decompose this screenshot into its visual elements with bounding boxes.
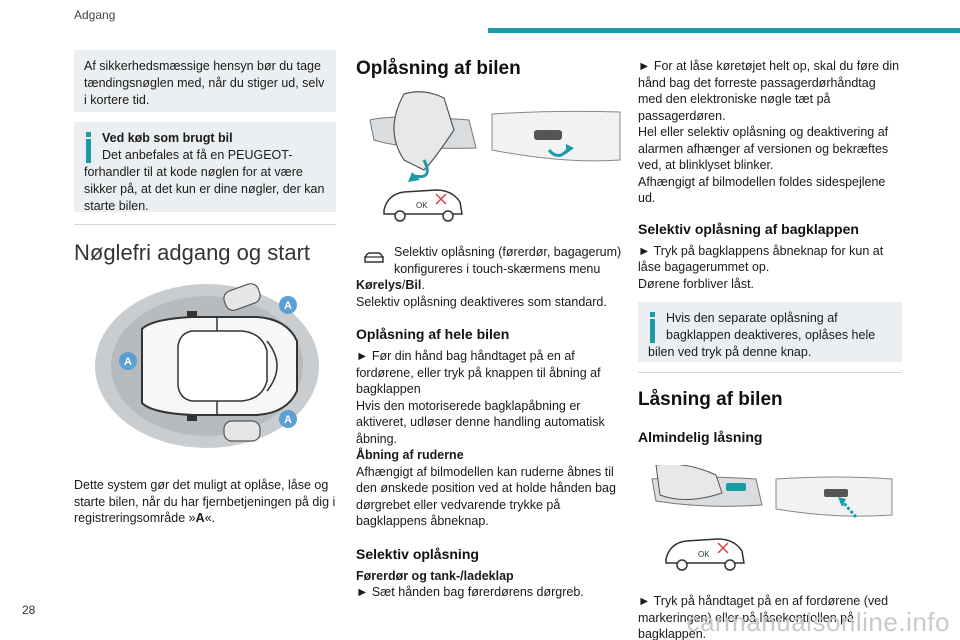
full-unlock-heading: Oplåsning af hele bilen <box>356 326 510 342</box>
section-header: Adgang <box>74 8 116 22</box>
zone-marker-a-3: A <box>284 414 292 426</box>
mirrors-note: Afhængigt af bilmodellen foldes sidespej… <box>638 174 886 206</box>
menu-path: Kørelys/Bil. <box>356 277 626 294</box>
header-accent-bar <box>488 28 960 33</box>
full-unlock-motorised: Hvis den motoriserede bagklapåbning er a… <box>356 398 605 446</box>
normal-locking-heading: Almindelig låsning <box>638 429 763 445</box>
watermark: carmanualsonline.info <box>686 607 950 637</box>
tailgate-unlock-step: ► Tryk på bagklappens åbneknap for kun a… <box>638 243 884 275</box>
safety-note-text: Af sikkerhedsmæssige hensyn bør du tage … <box>84 59 325 107</box>
used-car-body: Det anbefales at få en PEUGEOT-forhandle… <box>84 148 325 213</box>
keyless-description: Dette system gør det muligt at oplåse, l… <box>74 477 336 527</box>
locking-heading: Låsning af bilen <box>638 389 783 410</box>
menu-path-car: Bil <box>405 278 422 292</box>
driver-door-title: Førerdør og tank-/ladeklap <box>356 568 514 583</box>
used-car-title: Ved køb som brugt bil <box>102 131 233 145</box>
tailgate-info-text: Hvis den separate oplåsning af bagklappe… <box>648 311 876 359</box>
keyless-zone-illustration: A A A <box>92 281 336 451</box>
menu-note: Selektiv oplåsning (førerdør, bagagerum)… <box>356 244 626 310</box>
menu-path-end: . <box>421 278 425 292</box>
doors-remain-locked: Dørene forbliver låst. <box>638 276 755 291</box>
menu-path-sep: / <box>401 278 406 292</box>
zone-marker-a-2: A <box>124 356 132 368</box>
info-icon <box>648 312 658 343</box>
menu-path-lighting: Kørelys <box>356 278 402 292</box>
column-middle: Oplåsning af bilen OK Selektiv oplåsning… <box>356 50 626 601</box>
keyless-desc-zone: A <box>195 511 205 525</box>
car-settings-icon <box>364 252 384 263</box>
keyless-desc-end: «. <box>204 511 216 525</box>
full-unlock-step: ► Før din hånd bag håndtaget på en af fo… <box>356 349 601 396</box>
locking-illustration: OK <box>646 465 902 573</box>
column-left: Af sikkerhedsmæssige hensyn bør du tage … <box>74 50 336 527</box>
column-right: ► For at låse køretøjet helt op, skal du… <box>638 58 902 640</box>
ok-label: OK <box>416 201 428 210</box>
driver-door-step: ► Sæt hånden bag førerdørens dørgreb. <box>356 585 584 599</box>
menu-note-line2: konfigureres i touch-skærmens menu <box>394 261 601 276</box>
tailgate-unlock-heading: Selektiv oplåsning af bagklappen <box>638 220 859 237</box>
door-handle-illustration: OK <box>364 90 626 224</box>
windows-opening-text: Afhængigt af bilmodellen kan ruderne åbn… <box>356 464 616 529</box>
windows-opening-title: Åbning af ruderne <box>356 448 464 462</box>
passenger-unlock-step: ► For at låse køretøjet helt op, skal du… <box>638 59 900 123</box>
zone-marker-a-1: A <box>284 300 292 312</box>
divider <box>638 372 902 373</box>
alarm-note: Hel eller selektiv oplåsning og deaktive… <box>638 125 889 172</box>
menu-default-note: Selektiv oplåsning deaktiveres som stand… <box>356 294 607 309</box>
keyless-heading: Nøglefri adgang og start <box>74 240 311 265</box>
unlocking-heading: Oplåsning af bilen <box>356 58 521 79</box>
info-icon <box>84 132 94 163</box>
safety-note-box: Af sikkerhedsmæssige hensyn bør du tage … <box>74 50 336 112</box>
normal-locking-step: ► Tryk på håndtaget på en af fordørene (… <box>638 594 889 640</box>
selective-unlock-heading: Selektiv oplåsning <box>356 545 479 562</box>
menu-note-line1: Selektiv oplåsning (førerdør, bagagerum) <box>394 245 622 259</box>
tailgate-info-box: Hvis den separate oplåsning af bagklappe… <box>638 302 902 362</box>
page-number: 28 <box>22 603 36 617</box>
ok-label: OK <box>698 550 710 559</box>
divider <box>74 224 336 225</box>
keyless-desc-text: Dette system gør det muligt at oplåse, l… <box>74 478 336 525</box>
used-car-info-box: Ved køb som brugt bil Det anbefales at f… <box>74 122 336 213</box>
